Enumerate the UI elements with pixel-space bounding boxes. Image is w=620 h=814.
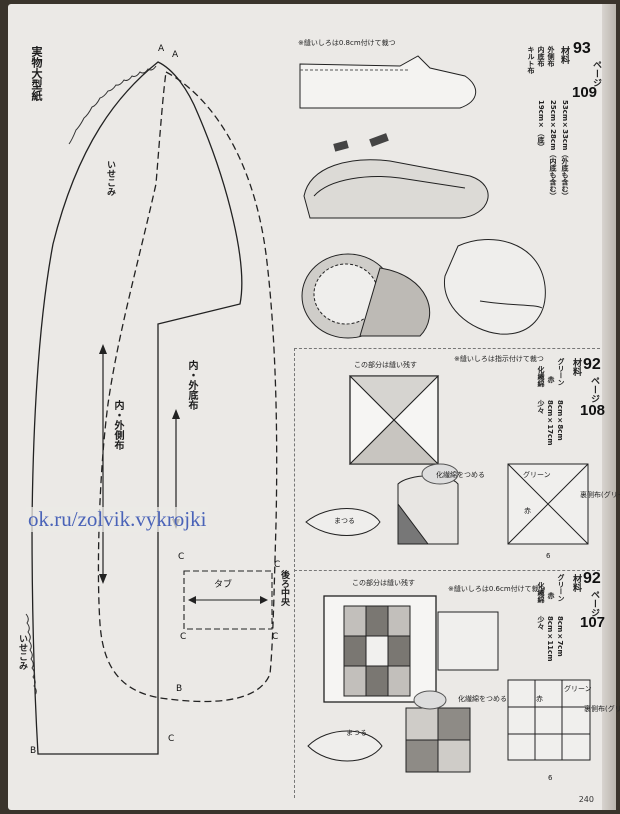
size-93-0: 53cm×33cm（外底も含む） (561, 100, 569, 200)
legend-right-92b: 裏側布(グリーン) (584, 705, 620, 713)
point-c5: C (168, 734, 175, 744)
slipper-illustrations (299, 55, 546, 339)
mat-92b-1: 赤 (547, 592, 555, 599)
mat-92a-2: 化繊綿 (537, 366, 545, 387)
size-92a-2: 少々 (537, 400, 545, 414)
sole-label: 内・外底布 (186, 360, 197, 410)
dim-92a: 6 (546, 552, 551, 560)
materials-label-92b: 材料 (571, 574, 581, 592)
mat-93-2: キルト布 (527, 46, 535, 74)
isekomi-label-top: いせこみ (105, 160, 115, 196)
legend-red-92a: 赤 (524, 507, 531, 515)
mat-93-1: 内底布 (537, 46, 545, 67)
seam-note-92a: ※縫いしろは指示付けて裁つ (454, 355, 544, 363)
mat-92a-0: グリーン (557, 358, 565, 386)
point-c4: C (272, 632, 279, 642)
section-divider-1 (294, 348, 600, 349)
legend-right-92a: 裏側布(グリーン) (580, 491, 620, 499)
point-a2: A (172, 50, 179, 60)
size-93-2: 19cm×（底） (537, 100, 545, 151)
page-number: 240 (578, 795, 594, 804)
section-divider-2 (294, 570, 600, 571)
scanned-page: 実物大型紙 いせこみ 内・外底布 内・外側布 タブ 後ろ中央 いせこみ A A … (8, 4, 620, 810)
page-ref-92a: 92 (583, 356, 601, 373)
cushion-107-diagram (307, 595, 591, 773)
legend-green-92a: グリーン (523, 471, 551, 479)
point-c1: C (178, 552, 185, 562)
cotton-92a: 化繊綿をつめる (436, 471, 485, 479)
seam-note-93: ※縫いしろは0.8cm付けて裁つ (298, 39, 396, 47)
size-92b-2: 少々 (537, 616, 545, 630)
seam-note-92b: ※縫いしろは0.6cm付けて裁つ (448, 585, 546, 593)
page-ref-92b: 92 (583, 570, 601, 587)
materials-label-92a: 材料 (571, 358, 581, 376)
point-c3: C (180, 632, 187, 642)
pattern-title: 実物大型紙 (30, 46, 43, 101)
mark-92a: まつる (334, 517, 355, 525)
mark-92b: まつる (346, 729, 367, 737)
legend-red-92b: 赤 (536, 695, 543, 703)
page-kanji-92b: ページ (589, 590, 599, 617)
back-center-label: 後ろ中央 (279, 570, 289, 606)
mat-92b-2: 化繊綿 (537, 582, 545, 603)
cushion-108-diagram (305, 375, 589, 545)
page-ref-93: 93 (573, 40, 591, 57)
isekomi-label-bottom: いせこみ (17, 634, 27, 670)
size-92a-1: 8cm×17cm (546, 400, 554, 446)
watermark: ok.ru/zolvik.vykrojki (26, 507, 209, 532)
point-b2: B (30, 746, 37, 756)
tab-label: タブ (214, 580, 233, 590)
point-b1: B (176, 684, 183, 694)
cotton-92b: 化繊綿をつめる (458, 695, 507, 703)
point-c2: C (274, 560, 281, 570)
page-sub-93: 109 (572, 84, 598, 101)
size-92b-0: 8cm×7cm (556, 616, 564, 657)
point-a1: A (158, 44, 165, 54)
mat-92b-0: グリーン (557, 574, 565, 602)
page-sub-92a: 108 (580, 402, 606, 419)
dim-92b: 6 (548, 774, 553, 782)
book-spine (602, 4, 616, 810)
page-sub-92b: 107 (580, 614, 606, 631)
side-label: 内・外側布 (112, 400, 123, 450)
mat-92a-1: 赤 (547, 376, 555, 383)
open-note-92a: この部分は縫い残す (354, 361, 417, 369)
slipper-pattern (25, 61, 278, 755)
page-kanji-92a: ページ (589, 376, 599, 403)
size-92b-1: 8cm×11cm (546, 616, 554, 662)
mat-93-0: 外側布 (547, 46, 555, 67)
page-kanji-93: ページ (591, 60, 601, 87)
materials-label-93: 材料 (559, 46, 569, 64)
size-92a-0: 8cm×8cm (556, 400, 564, 441)
size-93-1: 25cm×28cm（内底も含む） (549, 100, 557, 200)
section-divider-v (294, 348, 295, 798)
open-note-92b: この部分は縫い残す (352, 579, 415, 587)
legend-green-92b: グリーン (564, 685, 592, 693)
